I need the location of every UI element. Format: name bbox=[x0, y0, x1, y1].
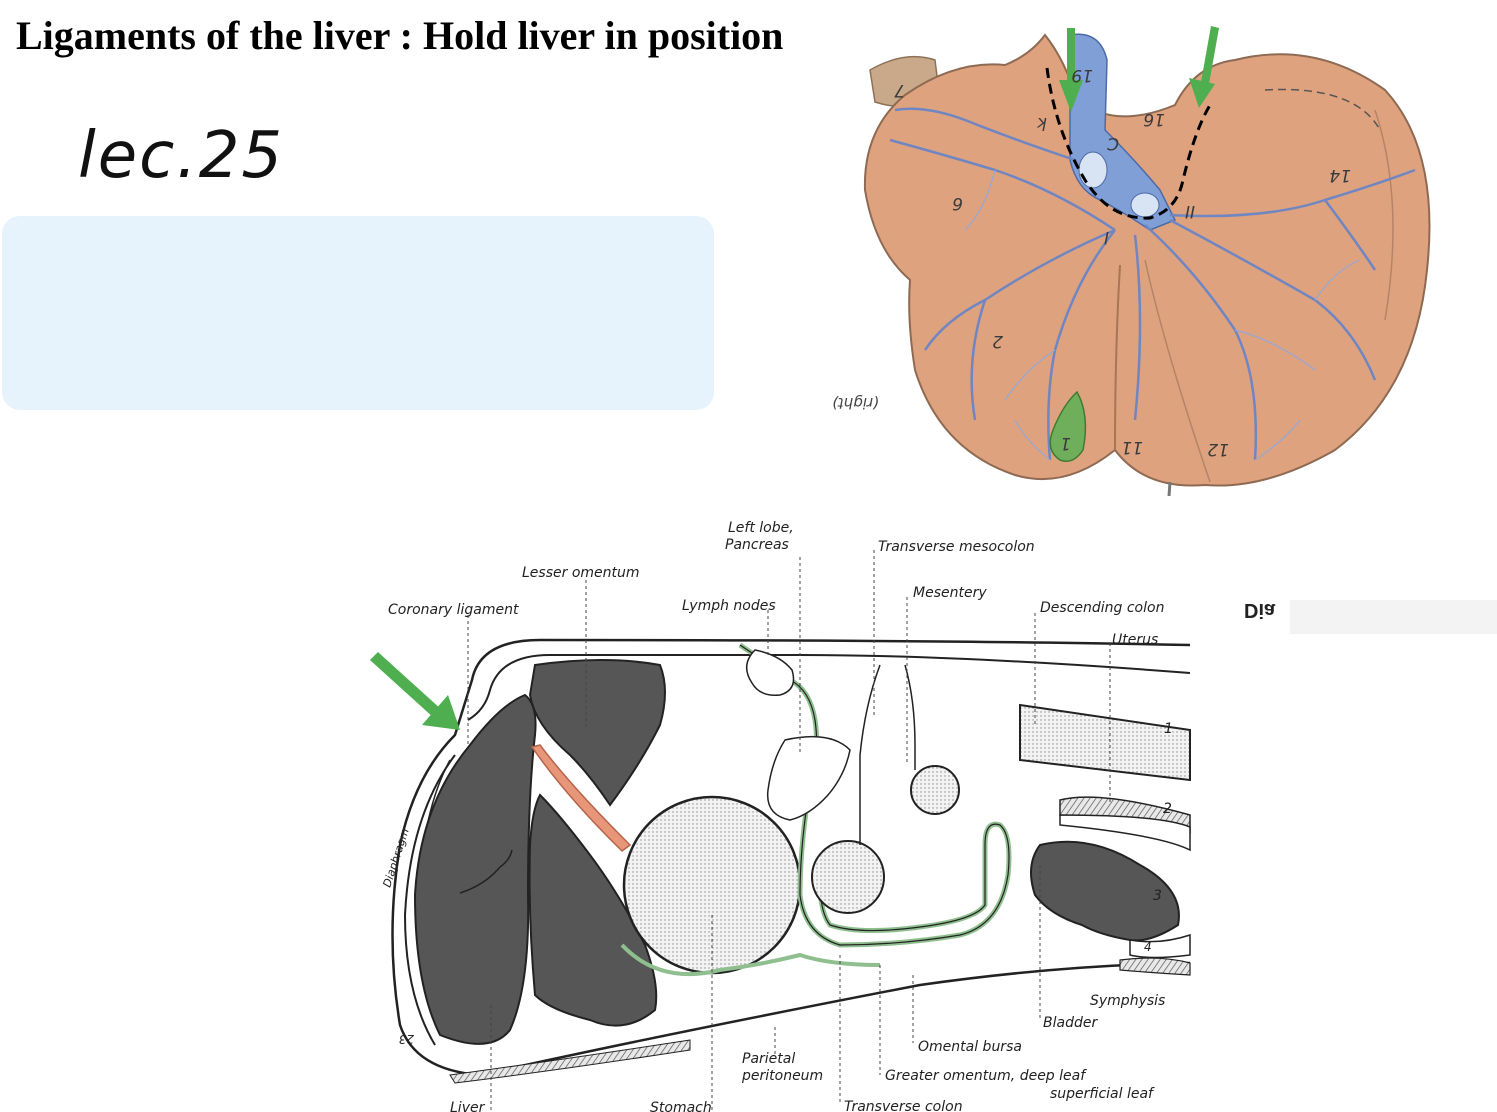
pelvic-organ-1 bbox=[1019, 703, 1191, 782]
label-left-lobe: Left lobe, bbox=[728, 520, 794, 536]
dashed-line bbox=[1264, 88, 1381, 131]
minor-veins bbox=[964, 169, 1361, 461]
side-tab-text: Dia bbox=[1244, 599, 1276, 621]
liver-fissure bbox=[1144, 259, 1211, 483]
corner-mark: 23 bbox=[399, 1032, 414, 1046]
label-transverse-colon: Transverse colon bbox=[844, 1099, 963, 1112]
liver-label: k bbox=[1036, 113, 1047, 133]
label-descending-colon: Descending colon bbox=[1040, 600, 1164, 616]
liver-organ bbox=[413, 693, 537, 1045]
handwritten-note: lec.25 bbox=[78, 119, 285, 193]
liver-label: 7 bbox=[894, 80, 905, 100]
side-tab-strip bbox=[1290, 600, 1497, 634]
diaphragm-line bbox=[403, 754, 456, 1046]
pancreas bbox=[766, 735, 851, 821]
label-num-2: 2 bbox=[1163, 801, 1172, 817]
tick-mark bbox=[1167, 481, 1172, 497]
stomach-upper bbox=[528, 659, 666, 807]
orientation-label: (right) bbox=[832, 394, 879, 412]
label-omental-bursa: Omental bursa bbox=[918, 1039, 1022, 1055]
label-lymph-nodes: Lymph nodes bbox=[682, 598, 776, 614]
liver-label: 2 bbox=[992, 331, 1003, 351]
parietal-peritoneum bbox=[391, 638, 1191, 1077]
label-bladder: Bladder bbox=[1043, 1015, 1098, 1031]
mesentery-intestine-loop bbox=[910, 765, 960, 815]
note-box bbox=[2, 216, 714, 410]
label-peritoneum: peritoneum bbox=[741, 1068, 823, 1084]
label-liver: Liver bbox=[450, 1100, 486, 1112]
vessel-lumen bbox=[1078, 151, 1108, 189]
label-symphysis: Symphysis bbox=[1090, 993, 1165, 1009]
liver-label: 14 bbox=[1329, 165, 1351, 185]
greater-omentum-green bbox=[620, 943, 881, 977]
lymph-nodes bbox=[746, 649, 795, 696]
label-mesentery: Mesentery bbox=[913, 585, 987, 601]
label-stomach: Stomach bbox=[650, 1100, 712, 1112]
label-num-3: 3 bbox=[1153, 888, 1162, 904]
liver-number-labels: 19 7 k 16 C 14 6 I II 2 1 11 12 bbox=[894, 65, 1351, 459]
abdominal-wall-strip bbox=[449, 1039, 691, 1084]
stomach-lower bbox=[528, 793, 658, 1027]
vessel-lumen bbox=[1130, 192, 1160, 218]
label-transverse-mesocolon: Transverse mesocolon bbox=[878, 539, 1035, 555]
label-uterus: Uterus bbox=[1112, 632, 1158, 648]
liver-label: 1 bbox=[1060, 433, 1071, 453]
lesser-omentum bbox=[530, 744, 632, 852]
liver-label: 12 bbox=[1207, 439, 1229, 459]
label-num-1: 1 bbox=[1164, 721, 1173, 737]
label-parietal: Parietal bbox=[742, 1051, 795, 1067]
liver-label: II bbox=[1185, 201, 1195, 221]
pelvic-organ-2 bbox=[1059, 814, 1191, 852]
liver-fissure bbox=[1374, 109, 1394, 321]
liver-label: 19 bbox=[1071, 65, 1093, 85]
mesentery-stalk bbox=[904, 664, 916, 770]
peritoneum-section-diagram: Left lobe, Pancreas Transverse mesocolon… bbox=[370, 520, 1191, 1112]
gallbladder bbox=[1049, 390, 1087, 462]
label-greater-omentum: Greater omentum, deep leaf bbox=[885, 1068, 1087, 1084]
label-coronary-ligament: Coronary ligament bbox=[388, 602, 519, 618]
liver-label: 16 bbox=[1143, 109, 1165, 129]
leader-lines bbox=[467, 550, 1111, 1110]
arrow-icon bbox=[370, 652, 460, 730]
dashed-ligament-outline bbox=[1045, 67, 1212, 220]
liver-label: 11 bbox=[1121, 437, 1143, 457]
diagram-labels: Left lobe, Pancreas Transverse mesocolon… bbox=[380, 520, 1172, 1112]
symphysis-bone bbox=[1119, 957, 1191, 976]
liver-body bbox=[863, 33, 1431, 487]
label-pancreas: Pancreas bbox=[725, 537, 789, 553]
liver-fissure-line bbox=[459, 849, 513, 894]
arrow-icon bbox=[1059, 28, 1083, 112]
page-title: Ligaments of the liver : Hold liver in p… bbox=[16, 13, 784, 58]
label-num-4: 4 bbox=[1144, 940, 1152, 954]
pelvic-organ-4 bbox=[1129, 933, 1191, 959]
liver-label: I bbox=[1104, 227, 1109, 247]
liver-label: 6 bbox=[952, 193, 963, 213]
mesocolon-stalk bbox=[859, 664, 881, 845]
liver-fissure bbox=[1114, 264, 1121, 451]
label-lesser-omentum: Lesser omentum bbox=[522, 565, 640, 581]
transverse-colon-circle bbox=[811, 840, 885, 914]
label-superficial-leaf: superficial leaf bbox=[1050, 1086, 1155, 1102]
liver-illustration: 19 7 k 16 C 14 6 I II 2 1 11 12 (right) bbox=[832, 26, 1431, 497]
arrow-icon bbox=[1189, 26, 1219, 108]
peritoneal-fold-outline bbox=[739, 644, 1010, 946]
liver-label: C bbox=[1107, 133, 1119, 153]
